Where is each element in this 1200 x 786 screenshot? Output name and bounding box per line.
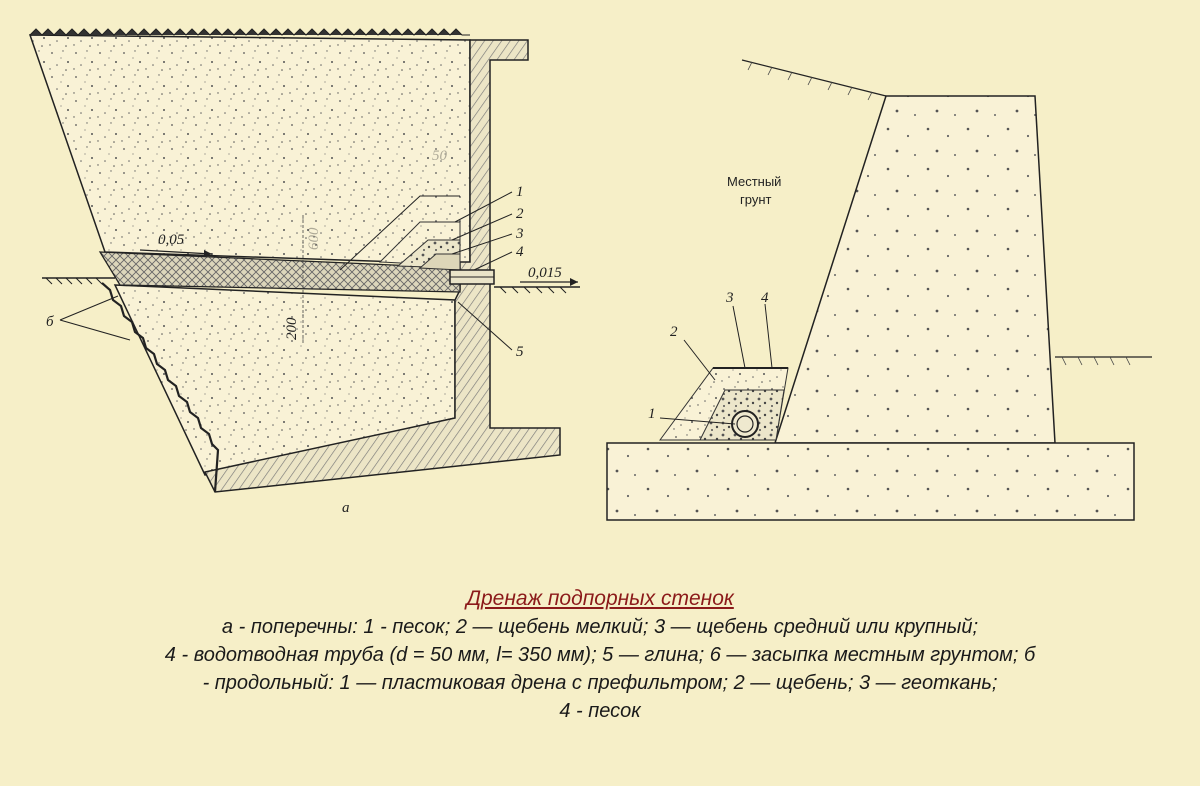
backfill-label: б [46,314,54,330]
slope-label-top: 0,05 [158,232,185,248]
foundation-b [606,442,1135,521]
callout-a-3: 3 [515,226,524,242]
dim-label-faded-600: 600 [306,227,322,250]
ground-ticks-right [499,286,567,294]
callout-a-4: 4 [516,244,524,260]
caption-line-4: 4 - песок [559,700,641,722]
dim-label-200: 200 [284,317,300,340]
retaining-wall-b [773,95,1056,444]
callout-b-4: 4 [761,290,769,306]
callout-b-3: 3 [725,290,734,306]
diagram-a-letter: а [342,500,350,516]
dim-label-faded-50: 50 [432,148,448,164]
callout-a-2: 2 [516,206,524,222]
upper-backfill [28,34,471,265]
callout-a-5: 5 [516,344,524,360]
drain-pipe-b [731,410,759,438]
callout-b-1: 1 [648,406,656,422]
soil-label-line1: Местный [727,174,781,189]
caption-line-2: 4 - водотводная труба (d = 50 мм, l= 350… [164,644,1036,666]
backfill-serrated-edge [29,28,470,36]
figure-caption: Дренаж подпорных стенок а - поперечны: 1… [0,585,1200,725]
diagram-b-longitudinal: Местный грунт 1 2 3 4 [606,59,1152,521]
callout-a-1: 1 [516,184,524,200]
excavation-slope [101,282,220,493]
soil-label-line2: грунт [740,192,772,207]
filter-coarse-gravel [418,253,461,271]
soil-slope-line [741,59,887,97]
slope-arrow-top [139,249,213,255]
callout-leaders [59,191,513,351]
caption-line-1: а - поперечны: 1 - песок; 2 — щебень мел… [221,616,979,638]
callout-b-2: 2 [670,324,678,340]
soil-ticks-right [1061,356,1131,366]
callout-leaders-b [659,303,773,425]
ground-ticks-left [45,277,103,285]
caption-line-3: - продольный: 1 — пластиковая дрена с пр… [202,672,998,694]
clay-layer [98,251,461,293]
caption-title: Дренаж подпорных стенок [466,587,734,610]
soil-slope-ticks [747,61,873,101]
diagram-a-transverse: 0,05 0,015 200 50 600 1 2 3 4 5 б а [28,28,580,516]
slope-label-right: 0,015 [528,265,562,281]
